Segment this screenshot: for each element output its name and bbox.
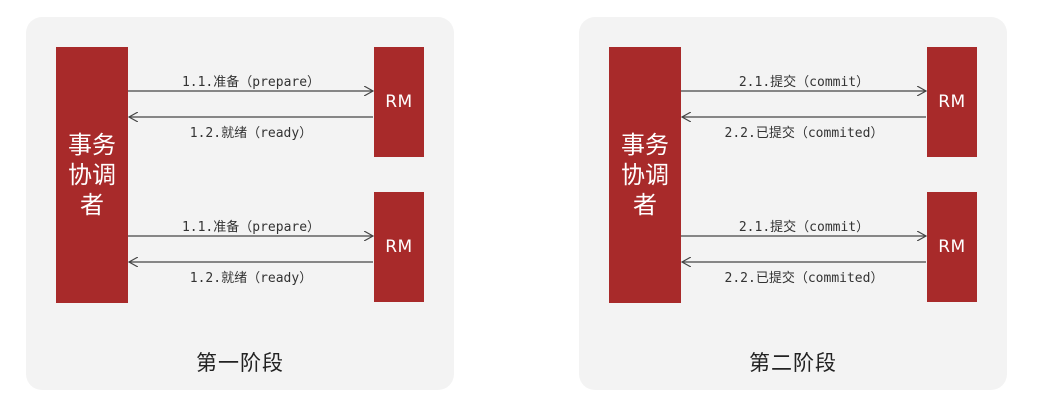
message-arrows bbox=[681, 17, 1007, 390]
request-label-bottom: 1.1.准备（prepare） bbox=[181, 220, 321, 235]
response-label-top: 1.2.就绪（ready） bbox=[189, 126, 313, 141]
transaction-coordinator: 事务协调者 bbox=[609, 47, 681, 303]
phase-two-panel: 事务协调者 2.1.提交（commit） 2.2.已提交（commited） 2… bbox=[579, 17, 1007, 390]
response-label-bottom: 2.2.已提交（commited） bbox=[724, 271, 884, 286]
resource-manager-bottom: RM bbox=[374, 192, 424, 302]
coordinator-label: 事务协调者 bbox=[68, 131, 116, 219]
phase-title: 第二阶段 bbox=[749, 351, 837, 375]
rm-label: RM bbox=[385, 237, 413, 257]
request-label-top: 2.1.提交（commit） bbox=[738, 75, 870, 90]
resource-manager-top: RM bbox=[374, 47, 424, 157]
rm-label: RM bbox=[938, 237, 966, 257]
request-label-bottom: 2.1.提交（commit） bbox=[738, 220, 870, 235]
resource-manager-bottom: RM bbox=[927, 192, 977, 302]
response-label-bottom: 1.2.就绪（ready） bbox=[189, 271, 313, 286]
phase-one-panel: 事务协调者 1.1.准备（prepare） 1.2.就绪（ready） 1.1.… bbox=[26, 17, 454, 390]
coordinator-label: 事务协调者 bbox=[621, 131, 669, 219]
transaction-coordinator: 事务协调者 bbox=[56, 47, 128, 303]
rm-label: RM bbox=[938, 92, 966, 112]
response-label-top: 2.2.已提交（commited） bbox=[724, 126, 884, 141]
phase-title: 第一阶段 bbox=[196, 351, 284, 375]
message-arrows bbox=[128, 17, 454, 390]
rm-label: RM bbox=[385, 92, 413, 112]
request-label-top: 1.1.准备（prepare） bbox=[181, 75, 321, 90]
resource-manager-top: RM bbox=[927, 47, 977, 157]
